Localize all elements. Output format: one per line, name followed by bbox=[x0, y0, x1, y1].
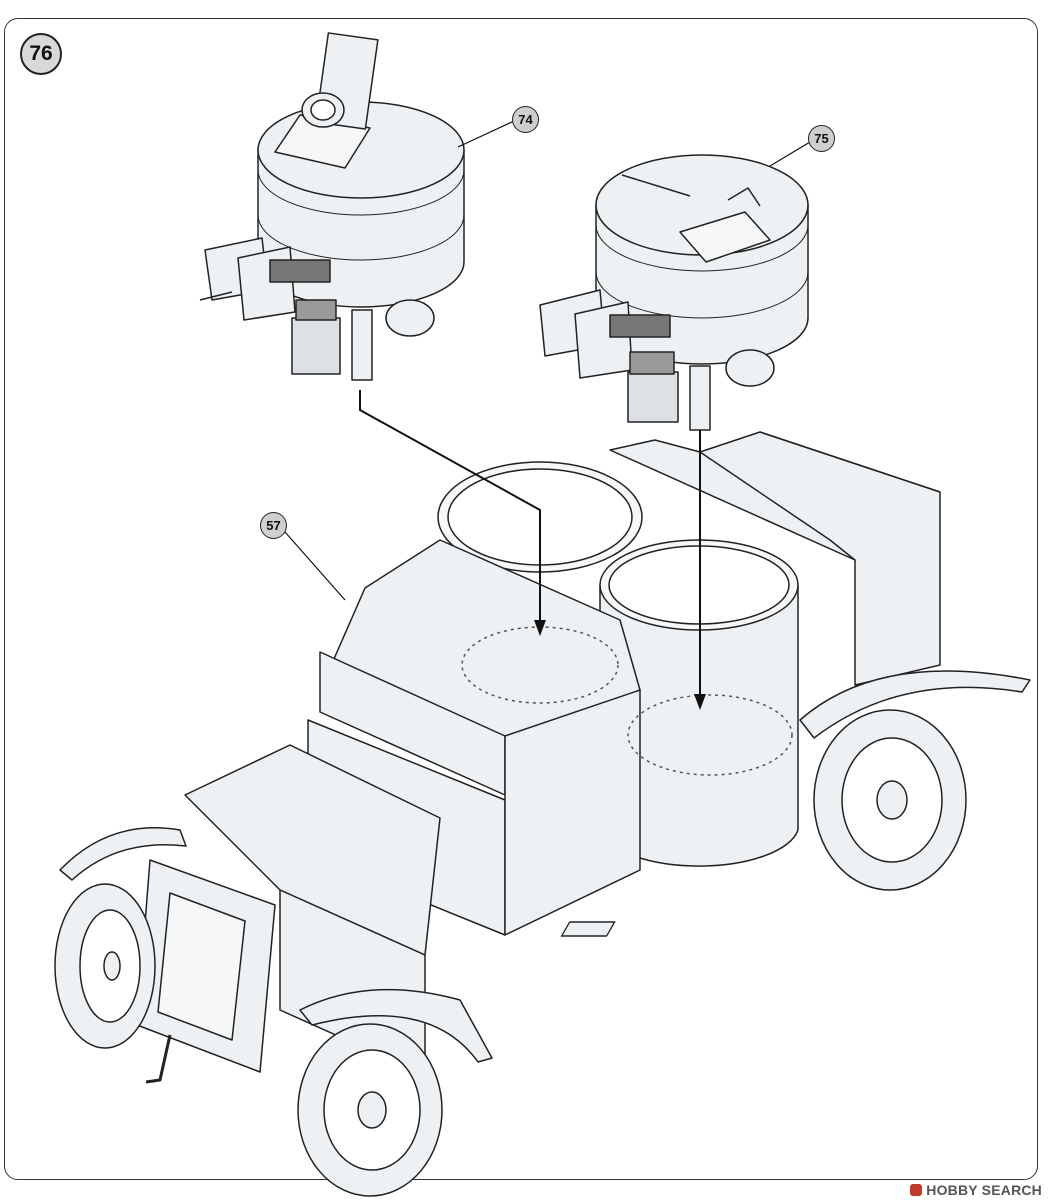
watermark-text: HOBBY SEARCH bbox=[926, 1182, 1042, 1198]
step-number-badge: 76 bbox=[20, 33, 62, 75]
part-callout-75: 75 bbox=[808, 125, 835, 152]
watermark: HOBBY SEARCH bbox=[910, 1182, 1042, 1198]
turret-74 bbox=[199, 32, 465, 381]
hull-57 bbox=[54, 431, 1031, 1197]
turret-75 bbox=[539, 154, 809, 431]
instruction-frame bbox=[4, 18, 1038, 1180]
hobby-search-logo-icon bbox=[910, 1184, 923, 1196]
arrowheads bbox=[534, 620, 706, 710]
part-callout-74: 74 bbox=[512, 106, 539, 133]
assembly-guide-lines bbox=[284, 120, 811, 700]
part-callout-57: 57 bbox=[260, 512, 287, 539]
